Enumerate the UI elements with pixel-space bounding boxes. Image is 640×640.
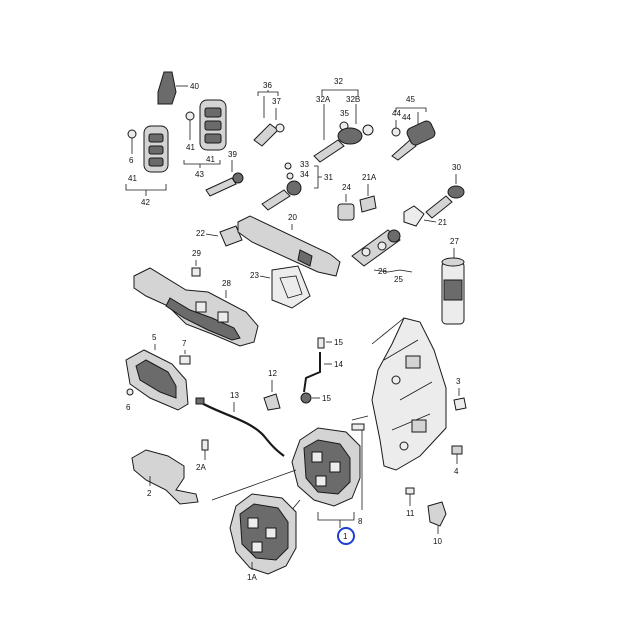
callout-1-highlight-ring [337, 527, 355, 545]
callout-2: 2 [147, 489, 152, 498]
key-fob-group: 40 6 41 41 42 41 43 [125, 71, 227, 207]
flip-key-32 [313, 139, 345, 163]
striker-10 [427, 501, 447, 527]
clip-12: 12 [263, 369, 281, 411]
callout-27: 27 [450, 237, 459, 246]
callout-39: 39 [228, 150, 237, 159]
bolts-3-4: 3 4 [451, 377, 467, 476]
callout-28: 28 [222, 279, 231, 288]
key-45-group: 45 44 44 [391, 95, 436, 161]
door-lock-module-1: 8 [291, 415, 369, 528]
callout-44b: 44 [402, 113, 411, 122]
callout-2a: 2A [196, 463, 206, 472]
highlighted-callout-1[interactable]: 1 [337, 527, 355, 545]
key-head-40 [157, 71, 177, 105]
callout-10: 10 [433, 537, 442, 546]
callout-30: 30 [452, 163, 461, 172]
outer-handle-20 [237, 215, 341, 277]
callout-8: 8 [358, 517, 363, 526]
callout-23: 23 [250, 271, 259, 280]
callout-21: 21 [438, 218, 447, 227]
callout-7: 7 [182, 339, 187, 348]
door-lock-module-1a: 1A [229, 493, 297, 582]
lock-cylinder-group: 24 21A 21 [337, 173, 447, 267]
callout-33: 33 [300, 160, 309, 169]
callout-34: 34 [300, 170, 309, 179]
callout-11: 11 [406, 509, 415, 518]
callout-41b: 41 [186, 143, 195, 152]
callout-41c: 41 [206, 155, 215, 164]
callout-5: 5 [152, 333, 157, 342]
callout-14: 14 [334, 360, 343, 369]
interior-handle-group: 5 7 6 [125, 333, 191, 412]
door-frame [371, 317, 447, 471]
callout-21a: 21A [362, 173, 377, 182]
callout-32: 32 [334, 77, 343, 86]
callout-6a: 6 [129, 156, 134, 165]
handle-gasket-23 [271, 265, 311, 309]
callout-41a: 41 [128, 174, 137, 183]
key-fob-45 [406, 120, 436, 146]
callout-32b: 32B [346, 95, 360, 104]
key-32-group: 32 32A 32B 35 [313, 77, 374, 163]
callout-45: 45 [406, 95, 415, 104]
gasket-25-group: 26 25 [373, 267, 413, 284]
key-30: 30 [425, 163, 465, 219]
seal-24 [337, 203, 355, 221]
striker-group: 11 10 [405, 487, 447, 546]
ring-41 [185, 111, 195, 121]
callout-44a: 44 [392, 109, 401, 118]
callout-24: 24 [342, 183, 351, 192]
callout-25: 25 [394, 275, 403, 284]
callout-32a: 32A [316, 95, 331, 104]
callout-1: 1 [343, 532, 348, 541]
callout-43: 43 [195, 170, 204, 179]
callout-3: 3 [456, 377, 461, 386]
callout-13: 13 [230, 391, 239, 400]
callout-12: 12 [268, 369, 277, 378]
callout-42: 42 [141, 198, 150, 207]
callout-20: 20 [288, 213, 297, 222]
key-blade-39: 39 [205, 150, 244, 197]
bolt-11 [405, 487, 415, 495]
callout-1a: 1A [247, 573, 257, 582]
bracket-2-group: 2A 2 [131, 439, 209, 505]
handle-cap-22 [219, 225, 243, 247]
callout-6: 6 [126, 403, 131, 412]
callout-40: 40 [190, 82, 199, 91]
pin-15 [317, 337, 325, 349]
key-31-group: 33 34 31 [261, 160, 333, 211]
callout-37: 37 [272, 97, 281, 106]
key-head-32 [337, 127, 363, 145]
lock-cylinder [351, 229, 401, 267]
callout-22: 22 [196, 229, 205, 238]
bracket-2 [131, 449, 199, 505]
callout-15b: 15 [322, 394, 331, 403]
callout-31: 31 [324, 173, 333, 182]
key-blank-36 [253, 123, 279, 147]
bolt-4 [451, 445, 463, 455]
callout-35: 35 [340, 109, 349, 118]
callout-36: 36 [263, 81, 272, 90]
callout-29: 29 [192, 249, 201, 258]
handle-carrier-group: 29 28 [133, 249, 259, 347]
grease-can-27: 27 [441, 237, 465, 325]
key-blank-36-group: 36 37 [253, 81, 285, 147]
callout-4: 4 [454, 467, 459, 476]
rod-14-group: 15 14 15 [300, 337, 343, 404]
ring-6 [127, 129, 137, 139]
outer-handle-group: 22 20 23 [196, 213, 341, 309]
callout-15a: 15 [334, 338, 343, 347]
cable-13: 13 [195, 391, 285, 457]
